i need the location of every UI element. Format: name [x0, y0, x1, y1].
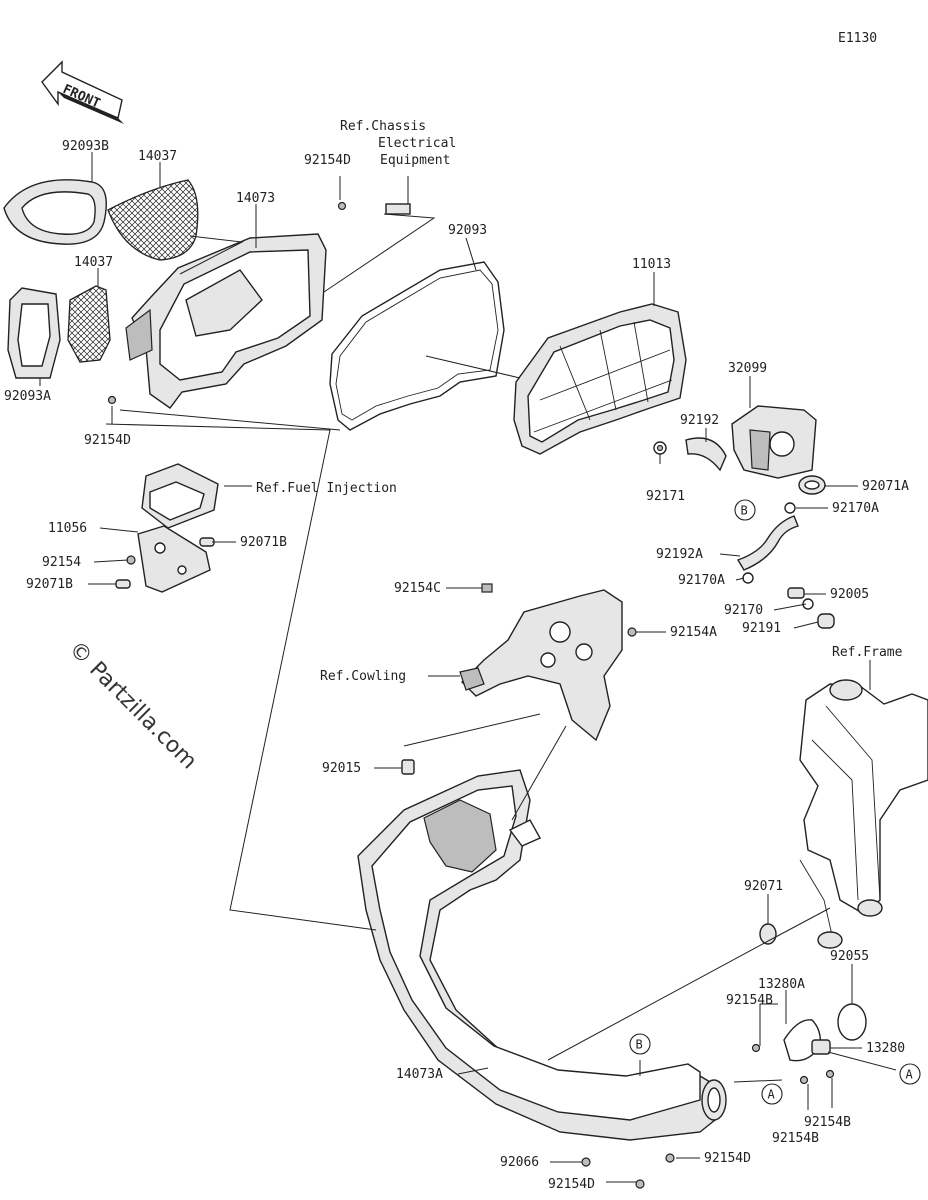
bolt-92154B-lower: [799, 1075, 809, 1085]
leader-lines: [39, 152, 897, 1183]
label-92170A-lower: 92170A: [678, 573, 725, 588]
band-13280A: [783, 1019, 822, 1062]
label-92192A: 92192A: [656, 547, 703, 562]
diagram-code: E1130: [838, 31, 877, 46]
label-13280: 13280: [866, 1041, 905, 1056]
ref-chassis-line2: Electrical: [378, 136, 456, 151]
label-92015: 92015: [322, 761, 361, 776]
gasket-92055: [837, 1003, 867, 1041]
marker-A-right: A: [899, 1063, 921, 1085]
collar-92015: [401, 759, 415, 775]
label-92055: 92055: [830, 949, 869, 964]
label-92192: 92192: [680, 413, 719, 428]
label-92071B-right: 92071B: [240, 535, 287, 550]
label-92005: 92005: [830, 587, 869, 602]
part-labels: 92093B 14037 14073 14037 92093A 92154D 9…: [4, 139, 909, 1192]
grommet-92066: [581, 1157, 591, 1167]
duct-14073A: [357, 769, 727, 1141]
part-32099: [731, 405, 817, 479]
ref-chassis-line1: Ref.Chassis: [340, 119, 426, 134]
grommet-92071B-right: [199, 537, 215, 547]
label-92154C: 92154C: [394, 581, 441, 596]
svg-text:B: B: [741, 504, 748, 518]
gasket-92093: [329, 261, 505, 431]
duct-11056: [141, 463, 219, 529]
ref-cowling: Ref.Cowling: [320, 669, 406, 684]
label-92093A: 92093A: [4, 389, 51, 404]
bracket-cowling: [459, 589, 623, 742]
label-92093: 92093: [448, 223, 487, 238]
label-92154: 92154: [42, 555, 81, 570]
grommet-92071B-left: [115, 579, 131, 589]
bracket-11056: [137, 525, 211, 593]
svg-text:A: A: [768, 1088, 776, 1102]
hose-92192: [685, 437, 727, 472]
label-14037-mid: 14037: [74, 255, 113, 270]
marker-B-lower: B: [629, 1033, 651, 1055]
label-92170: 92170: [724, 603, 763, 618]
marker-B-upper: B: [734, 499, 756, 521]
cover-92093A: [7, 287, 61, 379]
label-92171: 92171: [646, 489, 685, 504]
label-92154D-bottom-right: 92154D: [704, 1151, 751, 1166]
label-14073A: 14073A: [396, 1067, 443, 1082]
clamp-92170A-lower: [742, 572, 754, 584]
hose-92192A: [736, 515, 799, 571]
watermark: © Partzilla.com: [64, 637, 202, 775]
band-13280: [811, 1039, 831, 1055]
marker-A-left: A: [761, 1083, 783, 1105]
clamp-92170: [802, 598, 814, 610]
label-92154D-left: 92154D: [84, 433, 131, 448]
label-92154D-bottom: 92154D: [548, 1177, 595, 1192]
mesh-14037-upper: [107, 179, 199, 261]
label-92191: 92191: [742, 621, 781, 636]
svg-text:A: A: [906, 1068, 914, 1082]
label-92071B-left: 92071B: [26, 577, 73, 592]
ref-chassis-line3: Equipment: [380, 153, 450, 168]
label-14037-top: 14037: [138, 149, 177, 164]
bolt-92154D-upper-left: [107, 395, 117, 405]
bolt-92154: [126, 555, 136, 565]
frame: [799, 679, 928, 949]
label-92154D-chassis: 92154D: [304, 153, 351, 168]
label-92071A: 92071A: [862, 479, 909, 494]
label-14073: 14073: [236, 191, 275, 206]
label-92093B: 92093B: [62, 139, 109, 154]
bolt-92154D-chassis: [337, 201, 347, 211]
label-92170A-upper: 92170A: [832, 501, 879, 516]
ref-frame: Ref.Frame: [832, 645, 903, 660]
plug-92005: [787, 587, 805, 599]
label-32099: 32099: [728, 361, 767, 376]
front-arrow-icon: FRONT: [41, 60, 124, 124]
bolt-92154D-bottom: [635, 1179, 645, 1189]
reference-labels: Ref.Chassis Electrical Equipment Ref.Fue…: [256, 119, 903, 684]
clamp-92171: [653, 441, 667, 455]
housing-14073: [125, 233, 327, 409]
bolt-92154C: [481, 583, 493, 593]
label-92071: 92071: [744, 879, 783, 894]
cover-92093B: [3, 179, 107, 245]
filter-11013: [513, 303, 687, 455]
bolt-92154B-upper: [751, 1043, 761, 1053]
label-92154A: 92154A: [670, 625, 717, 640]
bolt-92154D-bottom-right: [665, 1153, 675, 1163]
ref-fuel-injection: Ref.Fuel Injection: [256, 481, 397, 496]
bolt-92154B-lower-2: [825, 1069, 835, 1079]
svg-text:B: B: [636, 1038, 643, 1052]
clamp-92170A-upper: [784, 502, 796, 514]
mesh-14037-lower: [67, 285, 111, 363]
label-92154B-right: 92154B: [804, 1115, 851, 1130]
grommet-92071A: [798, 475, 826, 495]
cap-92191: [817, 613, 835, 629]
label-92066: 92066: [500, 1155, 539, 1170]
connector-chassis: [385, 203, 411, 215]
label-11013: 11013: [632, 257, 671, 272]
label-92154B-upper: 92154B: [726, 993, 773, 1008]
label-11056: 11056: [48, 521, 87, 536]
label-13280A: 13280A: [758, 977, 805, 992]
label-92154B-left: 92154B: [772, 1131, 819, 1146]
bolt-92154A: [627, 627, 637, 637]
